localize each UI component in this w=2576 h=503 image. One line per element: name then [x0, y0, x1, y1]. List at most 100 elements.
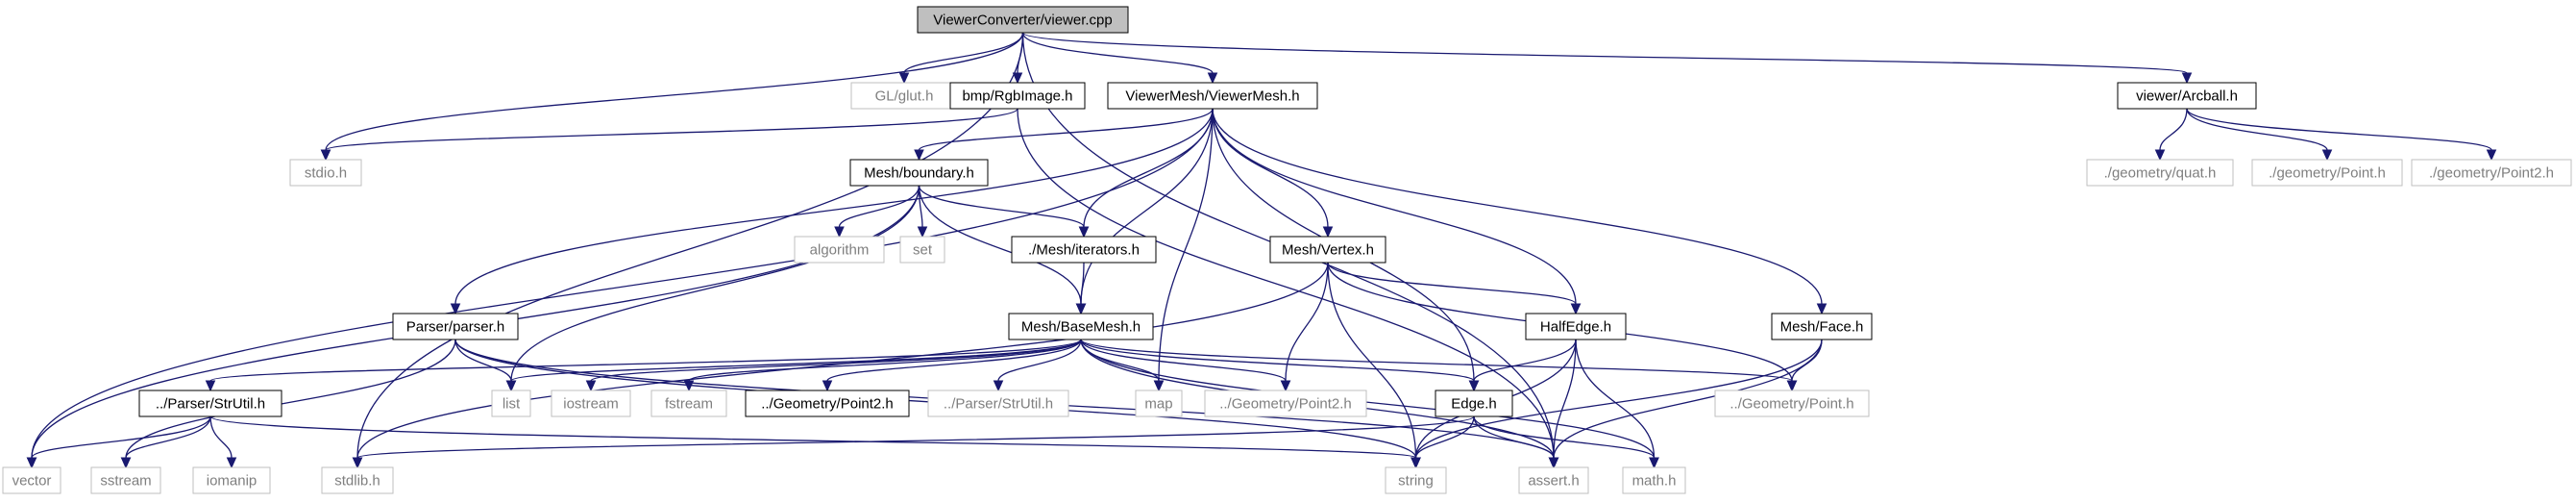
edge-edge-to-string — [1411, 415, 1475, 469]
node-label: GL/glut.h — [875, 88, 934, 105]
node-box — [1204, 390, 1367, 417]
node-set: set — [899, 236, 945, 264]
node-label: stdio.h — [305, 165, 347, 182]
edge-arcball-to-quat — [2154, 108, 2188, 162]
node-label: iostream — [563, 396, 619, 413]
node-edge-h[interactable]: Edge.h — [1435, 390, 1513, 417]
arrowhead-icon — [1075, 303, 1087, 315]
node-sstream: sstream — [90, 466, 161, 494]
node-label: ViewerMesh/ViewerMesh.h — [1125, 88, 1299, 105]
edge-line — [838, 185, 920, 228]
arrowhead-icon — [26, 457, 37, 469]
arrowhead-icon — [585, 380, 597, 392]
node-mesh-boundary-h[interactable]: Mesh/boundary.h — [849, 159, 989, 187]
edge-line — [1158, 108, 1214, 382]
edge-viewermesh-to-vertex — [1212, 108, 1334, 239]
node-box — [1107, 82, 1318, 110]
node-box — [899, 236, 945, 264]
node-vector: vector — [2, 466, 61, 494]
node-label: HalfEdge.h — [1540, 319, 1611, 336]
edge-line — [510, 339, 1082, 382]
edge-viewer_cpp-to-glut — [898, 32, 1024, 85]
node-iostream: iostream — [551, 390, 631, 417]
node-label: Edge.h — [1451, 396, 1497, 413]
node-bmp-rgbimage-h[interactable]: bmp/RgbImage.h — [949, 82, 1086, 110]
node-box — [1771, 313, 1873, 340]
edge-line — [510, 185, 920, 382]
node-box — [2411, 159, 2572, 187]
node-box — [2086, 159, 2234, 187]
edge-line — [1414, 339, 1823, 459]
node-box — [392, 313, 519, 340]
node-box — [849, 159, 989, 187]
edge-line — [454, 339, 512, 382]
node-viewerconverter-viewer-cpp[interactable]: ViewerConverter/viewer.cpp — [917, 6, 1129, 34]
node-geometry-point2-h[interactable]: ../Geometry/Point2.h — [745, 390, 910, 417]
node-parser-strutil-h[interactable]: ../Parser/StrUtil.h — [138, 390, 282, 417]
node-geometry-point-h: ./geometry/Point.h — [2251, 159, 2403, 187]
edge-viewermesh-to-parser — [450, 108, 1214, 315]
edge-arcball-to-geo_point2 — [2186, 108, 2497, 162]
node-parser-parser-h[interactable]: Parser/parser.h — [392, 313, 519, 340]
edge-line — [1327, 262, 1577, 305]
node-label: stdlib.h — [334, 473, 380, 490]
node-mesh-vertex-h[interactable]: Mesh/Vertex.h — [1269, 236, 1386, 264]
node-mesh-basemesh-h[interactable]: Mesh/BaseMesh.h — [1008, 313, 1154, 340]
edge-viewermesh-to-boundary — [914, 108, 1214, 162]
edge-line — [688, 339, 1082, 382]
edge-line — [325, 108, 1018, 151]
arrowhead-icon — [822, 380, 833, 392]
edge-boundary-to-iterators — [918, 185, 1090, 239]
edge-line — [590, 339, 1082, 382]
node-geometry-point2-h: ./geometry/Point2.h — [2411, 159, 2572, 187]
edge-line — [918, 108, 1214, 151]
node-mesh-face-h[interactable]: Mesh/Face.h — [1771, 313, 1873, 340]
arrowhead-icon — [1570, 303, 1582, 315]
edge-line — [1212, 108, 1329, 228]
edge-vertex-to-halfedge — [1327, 262, 1582, 315]
node-viewer-arcball-h[interactable]: viewer/Arcball.h — [2117, 82, 2257, 110]
node-algorithm: algorithm — [794, 236, 885, 264]
node-viewermesh-viewermesh-h[interactable]: ViewerMesh/ViewerMesh.h — [1107, 82, 1318, 110]
node-gl-glut-h: GL/glut.h — [850, 82, 958, 110]
edge-line — [918, 185, 1085, 228]
edge-line — [1553, 339, 1823, 459]
edge-line — [1473, 415, 1656, 459]
edge-line — [826, 339, 1082, 382]
edge-basemesh-to-list — [505, 339, 1082, 392]
node-label: sstream — [100, 473, 151, 490]
node-fstream: fstream — [650, 390, 727, 417]
node-halfedge-h[interactable]: HalfEdge.h — [1525, 313, 1627, 340]
node-box — [90, 466, 161, 494]
node-label: Mesh/Vertex.h — [1282, 242, 1374, 259]
node-box — [927, 390, 1069, 417]
edge-halfedge-to-assert — [1548, 339, 1577, 469]
node-label: ../Parser/StrUtil.h — [156, 396, 265, 413]
node-label: set — [913, 242, 933, 259]
edge-line — [31, 108, 1214, 459]
edge-line — [356, 32, 1024, 459]
edge-line — [1212, 108, 1823, 305]
node-box — [192, 466, 271, 494]
arrowhead-icon — [1786, 380, 1798, 392]
node-label: vector — [12, 473, 52, 490]
node-mesh-iterators-h[interactable]: ./Mesh/iterators.h — [1011, 236, 1157, 264]
edge-line — [1080, 339, 1793, 382]
node-box — [1011, 236, 1157, 264]
node-stdio-h: stdio.h — [289, 159, 362, 187]
arrowhead-icon — [226, 457, 237, 469]
arrowhead-icon — [917, 226, 928, 239]
node-label: map — [1144, 396, 1172, 413]
arrowhead-icon — [683, 380, 695, 392]
node-stdlib-h: stdlib.h — [321, 466, 394, 494]
arrowhead-icon — [120, 457, 132, 469]
node-list: list — [491, 390, 531, 417]
node-box — [491, 390, 531, 417]
node-box — [2117, 82, 2257, 110]
arrowhead-icon — [1078, 226, 1090, 239]
node-label: Parser/parser.h — [406, 319, 505, 336]
edge-parser-to-list — [454, 339, 517, 392]
edge-line — [2159, 108, 2188, 151]
